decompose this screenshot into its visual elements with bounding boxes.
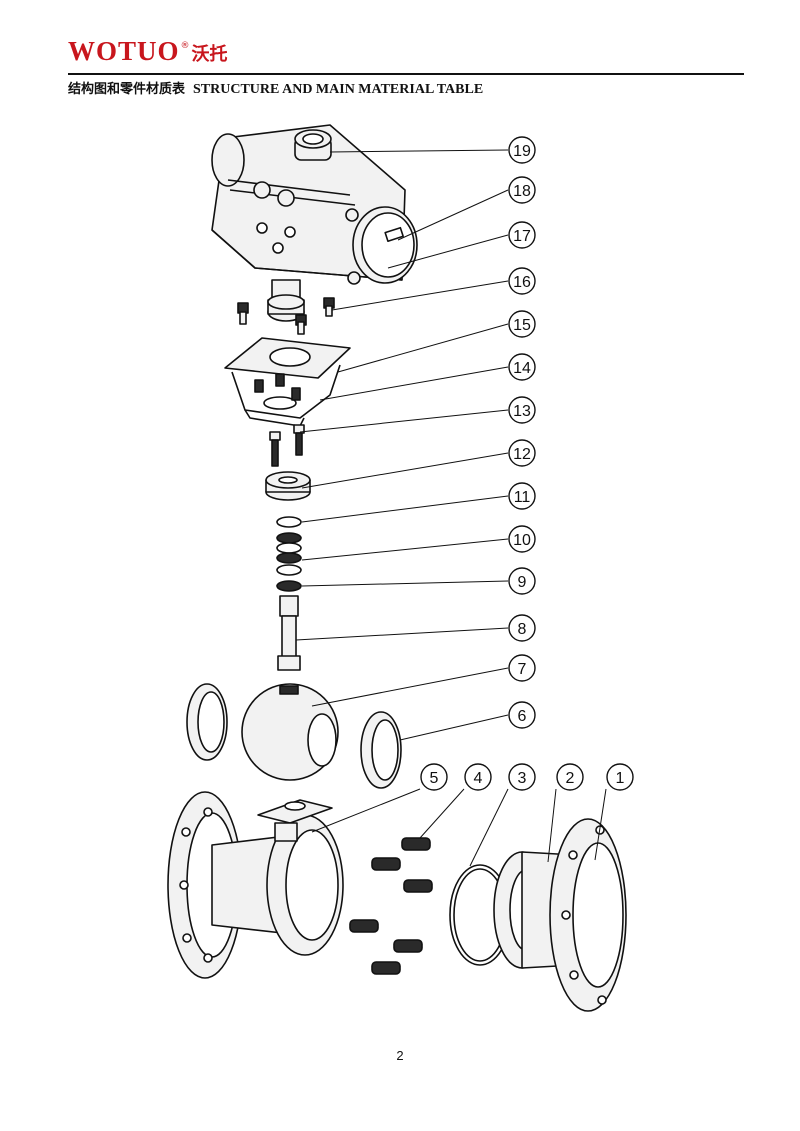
callout-number: 1 [616, 770, 625, 787]
leader-line-17 [387, 234, 509, 269]
callout-circle [508, 221, 536, 249]
callout-number: 2 [566, 770, 575, 787]
leader-line-9 [301, 580, 509, 587]
brand-name-chinese: 沃托 [191, 44, 228, 65]
callout-circle [508, 310, 536, 338]
callout-number: 18 [513, 183, 531, 200]
leader-line-19 [329, 149, 509, 153]
leader-line-15 [337, 323, 509, 373]
callout-4: 4 [464, 763, 492, 791]
end-cap [493, 818, 627, 1012]
callout-2: 2 [556, 763, 584, 791]
leader-line-1 [594, 788, 607, 861]
callout-12: 12 [508, 439, 536, 467]
callout-number: 16 [513, 274, 531, 291]
valve-body [167, 791, 344, 979]
callout-17: 17 [508, 221, 536, 249]
gland [265, 471, 311, 501]
bracket-bolts [269, 424, 305, 467]
stem-packing [276, 516, 302, 592]
coupling-and-screws [237, 279, 335, 335]
callout-circle [508, 353, 536, 381]
callout-number: 13 [513, 403, 531, 420]
callout-circle [508, 614, 536, 642]
leader-line-16 [331, 280, 509, 311]
callout-19: 19 [508, 136, 536, 164]
callout-circle [508, 136, 536, 164]
leader-line-8 [295, 627, 509, 641]
callout-number: 5 [430, 770, 439, 787]
leader-line-14 [319, 366, 509, 401]
leader-line-7 [311, 667, 509, 707]
brand-logo: WOTUO®沃托 [68, 36, 228, 68]
callout-number: 11 [514, 489, 531, 506]
leader-line-3 [469, 788, 509, 867]
callout-number: 4 [474, 770, 483, 787]
callout-circle [508, 567, 536, 595]
leader-line-18 [397, 189, 509, 241]
valve-stem [277, 595, 301, 671]
body-studs [349, 837, 433, 975]
callout-circle [508, 482, 536, 510]
callout-circle [556, 763, 584, 791]
header-rule [68, 73, 744, 75]
callout-number: 8 [518, 621, 527, 638]
page-number: 2 [396, 1048, 404, 1063]
leader-line-4 [419, 788, 465, 839]
callout-number: 7 [518, 661, 527, 678]
callout-circle [606, 763, 634, 791]
leader-line-5 [311, 788, 421, 833]
callout-circle [508, 525, 536, 553]
page-title-chinese: 结构图和零件材质表 [68, 82, 186, 97]
callout-circle [464, 763, 492, 791]
exploded-view-diagram: 19 18 17 16 15 14 13 12 11 10 9 8 7 6 5 4 3 2 1 [167, 124, 634, 1012]
registered-mark: ® [180, 41, 190, 51]
callout-11: 11 [508, 482, 536, 510]
callout-number: 6 [518, 708, 527, 725]
leader-line-10 [301, 538, 509, 561]
ball-and-seats [186, 683, 402, 789]
callout-10: 10 [508, 525, 536, 553]
callout-15: 15 [508, 310, 536, 338]
callout-8: 8 [508, 614, 536, 642]
callout-circle [508, 396, 536, 424]
leader-line-6 [399, 714, 509, 741]
callout-1: 1 [606, 763, 634, 791]
callout-circle [508, 439, 536, 467]
callout-number: 9 [518, 574, 527, 591]
callout-circle [508, 763, 536, 791]
callout-circle [420, 763, 448, 791]
callout-circle [508, 654, 536, 682]
callout-7: 7 [508, 654, 536, 682]
callout-number: 19 [513, 143, 531, 160]
leader-line-11 [301, 495, 509, 523]
callout-5: 5 [420, 763, 448, 791]
callout-number: 17 [513, 228, 531, 245]
callout-circle [508, 176, 536, 204]
mounting-bracket [224, 337, 351, 427]
callout-number: 12 [513, 446, 531, 463]
callout-circle [508, 701, 536, 729]
pneumatic-actuator [211, 124, 418, 285]
callout-16: 16 [508, 267, 536, 295]
callout-circle [508, 267, 536, 295]
callout-9: 9 [508, 567, 536, 595]
leader-line-2 [547, 788, 557, 863]
callout-number: 10 [513, 532, 531, 549]
callout-number: 15 [513, 317, 531, 334]
callout-18: 18 [508, 176, 536, 204]
callout-13: 13 [508, 396, 536, 424]
page-title: 结构图和零件材质表 STRUCTURE AND MAIN MATERIAL TAB… [68, 78, 483, 98]
page-title-english: STRUCTURE AND MAIN MATERIAL TABLE [193, 82, 484, 97]
callout-14: 14 [508, 353, 536, 381]
leader-line-13 [299, 409, 509, 433]
brand-name-latin: WOTUO [68, 36, 180, 66]
callout-6: 6 [508, 701, 536, 729]
callout-3: 3 [508, 763, 536, 791]
leader-line-12 [301, 452, 509, 489]
callout-number: 3 [518, 770, 527, 787]
callout-number: 14 [513, 360, 531, 377]
